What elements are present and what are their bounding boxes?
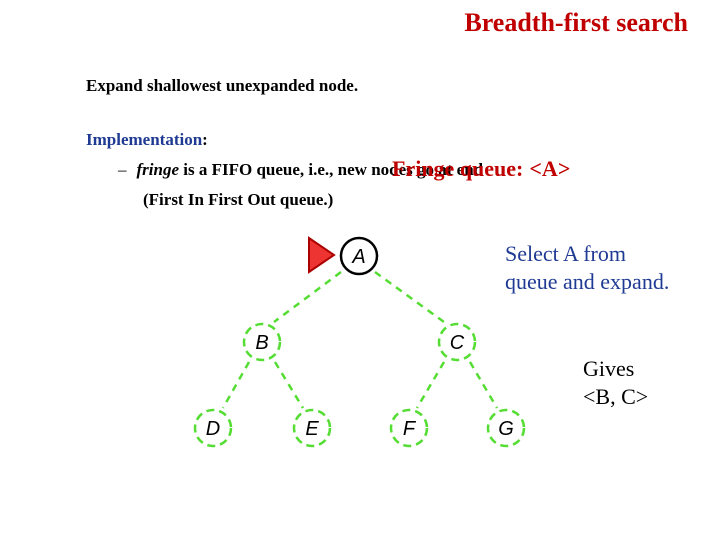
node-c: C: [437, 322, 477, 362]
node-c-label: C: [450, 332, 465, 354]
gives-note-line-2: <B, C>: [583, 384, 649, 409]
node-a: A: [339, 236, 379, 276]
edge-c-f: [415, 361, 446, 409]
node-e: E: [292, 408, 332, 448]
select-note-line-1: Select A from: [505, 241, 626, 266]
edge-a-b: [273, 270, 342, 324]
implementation-label: Implementation: [86, 130, 203, 149]
current-node-pointer: [308, 236, 336, 274]
gives-note: Gives <B, C>: [583, 355, 648, 411]
node-d-label: D: [206, 418, 220, 440]
fringe-queue: Fringe queue:<A>: [392, 156, 570, 182]
select-expand-note: Select A from queue and expand.: [505, 240, 669, 296]
node-g-label: G: [498, 418, 514, 440]
fringe-queue-label: Fringe queue:: [392, 156, 524, 181]
fringe-word: fringe: [136, 160, 180, 179]
node-g: G: [486, 408, 526, 448]
node-b-label: B: [255, 332, 268, 354]
slide-title: Breadth-first search: [464, 8, 688, 37]
bullet-dash: –: [118, 160, 127, 179]
fifo-explanation: (First In First Out queue.): [143, 190, 334, 209]
node-d: D: [193, 408, 233, 448]
implementation-heading: Implementation:: [86, 130, 208, 150]
edge-b-d: [221, 361, 251, 409]
implementation-colon: :: [202, 130, 208, 149]
node-e-label: E: [305, 418, 319, 440]
node-f-label: F: [403, 418, 417, 440]
fringe-queue-value: <A>: [529, 156, 571, 181]
edge-a-c: [374, 270, 445, 324]
node-f: F: [389, 408, 429, 448]
fifo-bullet: –fringe is a FIFO queue, i.e., new nodes…: [118, 160, 483, 180]
edge-b-e: [273, 361, 305, 409]
expand-statement: Expand shallowest unexpanded node.: [86, 76, 359, 95]
select-note-line-2: queue and expand.: [505, 269, 670, 294]
edge-c-g: [468, 361, 499, 409]
bullet-text: is a FIFO queue, i.e., new nodes go at e…: [179, 160, 484, 179]
node-b: B: [242, 322, 282, 362]
gives-note-line-1: Gives: [583, 356, 635, 381]
node-a-label: A: [351, 246, 365, 268]
